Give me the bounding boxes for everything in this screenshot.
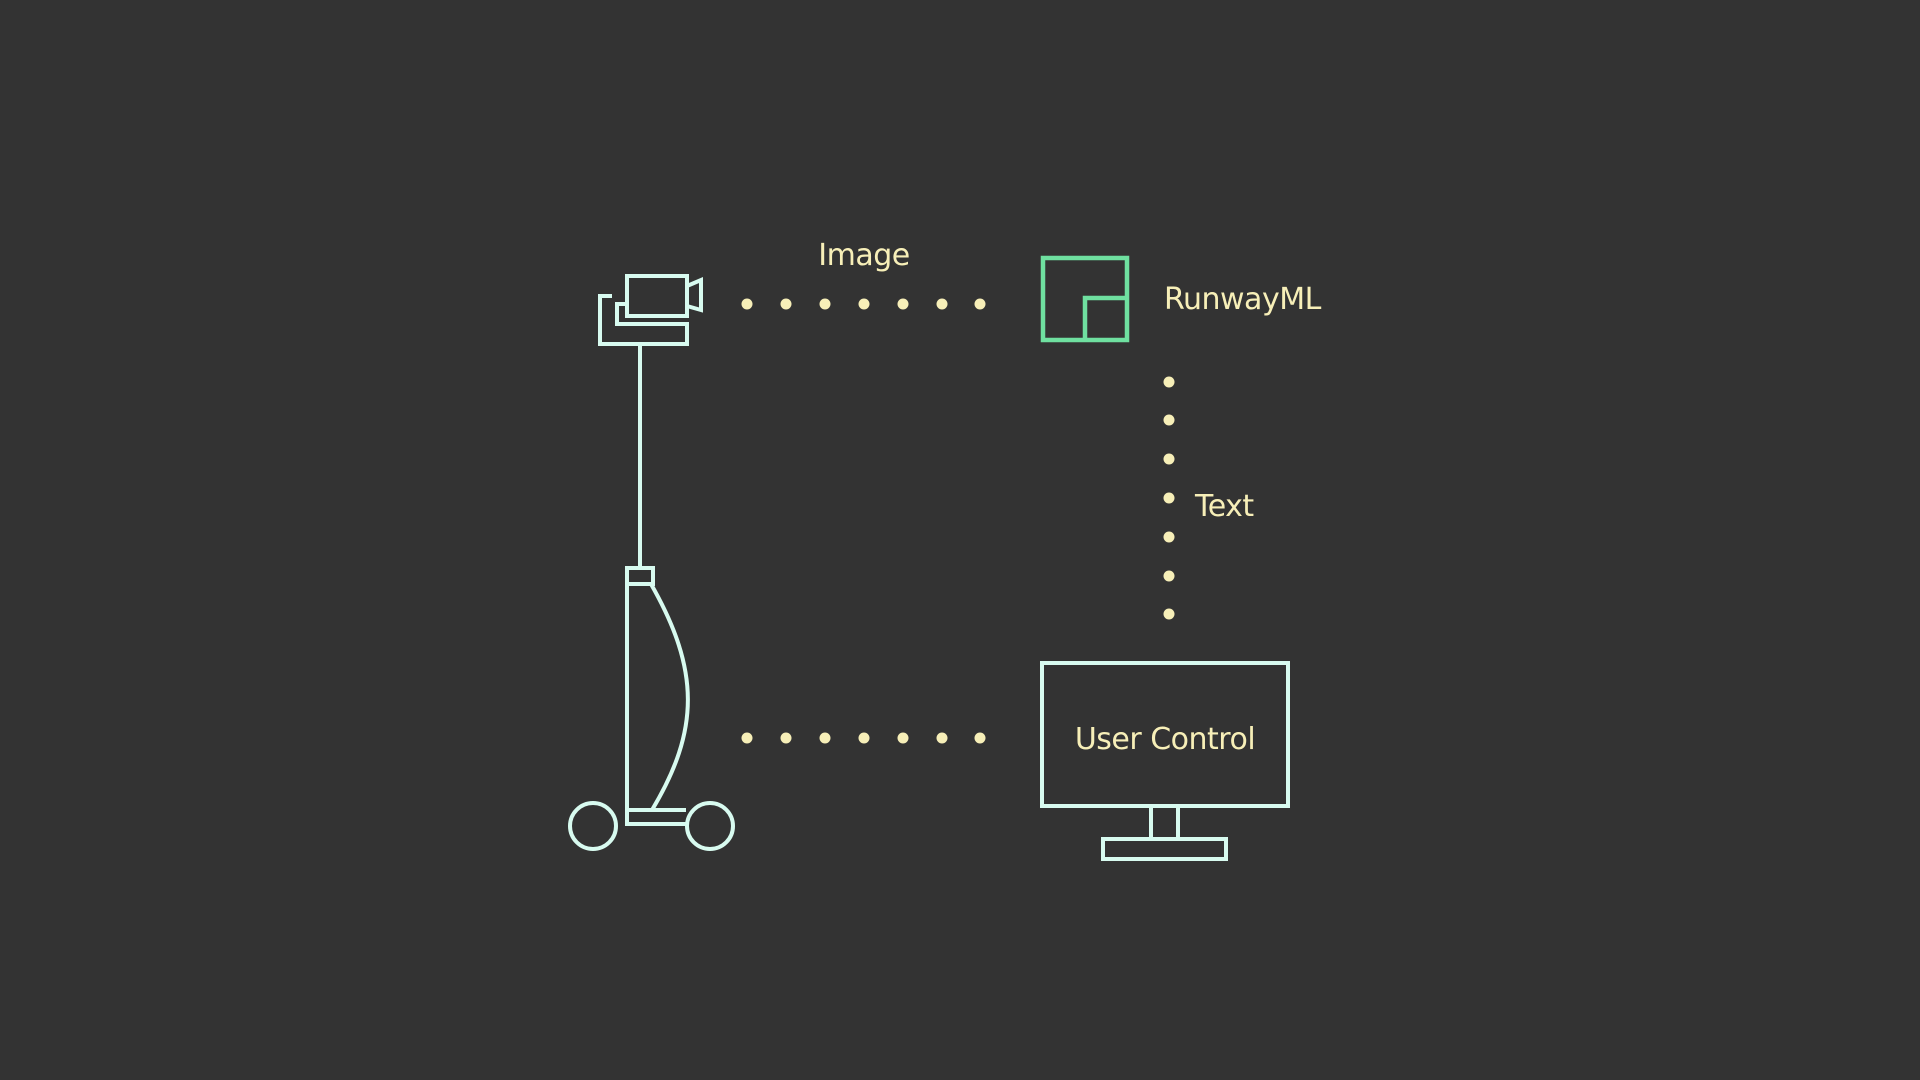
robot-curve: [649, 583, 690, 812]
monitor-screen: [1040, 661, 1290, 808]
monitor-stand: [1101, 837, 1228, 861]
robot-wheel-left: [568, 801, 618, 851]
text-connector: [1163, 376, 1175, 620]
connector-dot: [936, 732, 948, 744]
runwayml-label: RunwayML: [1164, 282, 1322, 317]
connector-dot: [741, 298, 753, 310]
connector-dot: [858, 732, 870, 744]
connector-dot: [1163, 453, 1175, 465]
connector-dot: [1163, 608, 1175, 620]
connector-dot: [819, 298, 831, 310]
telepresence-robot-icon: [568, 274, 735, 851]
connector-dot: [936, 298, 948, 310]
connector-dot: [897, 732, 909, 744]
user-control-label: User Control: [1075, 722, 1255, 757]
robot-collar: [625, 566, 655, 586]
connector-dot: [897, 298, 909, 310]
robot-wheel-right: [685, 801, 735, 851]
robot-body: [625, 584, 686, 826]
connector-dot: [1163, 531, 1175, 543]
text-label: Text: [1194, 489, 1254, 524]
connector-dot: [1163, 376, 1175, 388]
camera-body: [625, 274, 689, 318]
image-label: Image: [818, 238, 909, 273]
control-connector: [741, 732, 986, 744]
connector-dot: [741, 732, 753, 744]
monitor-icon: [1040, 661, 1290, 861]
image-connector: [741, 298, 986, 310]
connector-dot: [974, 298, 986, 310]
connector-dot: [1163, 492, 1175, 504]
connector-dot: [974, 732, 986, 744]
runway-logo-inner: [1082, 295, 1127, 340]
camera-lens: [685, 276, 703, 313]
connector-dot: [780, 732, 792, 744]
camera-bracket: [598, 294, 689, 346]
connector-dot: [819, 732, 831, 744]
runwayml-logo-icon: [1040, 255, 1130, 343]
connector-dot: [858, 298, 870, 310]
connector-dot: [780, 298, 792, 310]
monitor-neck: [1149, 806, 1180, 839]
connector-dot: [1163, 414, 1175, 426]
connector-dot: [1163, 570, 1175, 582]
